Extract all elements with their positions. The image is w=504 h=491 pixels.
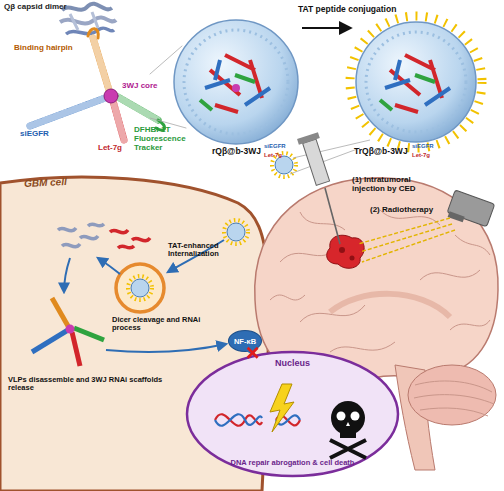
syringe-part bbox=[275, 156, 293, 174]
radiotherapy-source-part-part bbox=[447, 190, 495, 227]
syringe-part-part bbox=[303, 139, 330, 185]
rna-3wj-part bbox=[118, 97, 158, 120]
annotation-label: Let-7g bbox=[264, 152, 304, 159]
tat-vlp-sphere-part bbox=[366, 32, 466, 132]
node-title: Nucleus bbox=[185, 358, 400, 368]
nucleus-ellipse: NucleusDNA repair abrogation & cell deat… bbox=[185, 350, 400, 478]
brain-part bbox=[395, 365, 435, 470]
conjugation-arrow bbox=[302, 27, 350, 29]
syringe-part-part bbox=[297, 132, 320, 145]
vlp-sphere-part bbox=[184, 30, 288, 134]
annotation-label: Let-7g bbox=[412, 152, 452, 159]
nfkb-circle: NF-κB bbox=[228, 330, 262, 352]
radiotherapy-source-part bbox=[358, 218, 455, 262]
annotation-label: DFHBI-1T Fluorescence Tracker bbox=[134, 126, 214, 153]
annotation-label: 3WJ core bbox=[122, 82, 172, 91]
capsid-dimer-part bbox=[62, 4, 112, 10]
capsid-dimer-part bbox=[66, 28, 114, 34]
rna-3wj-part bbox=[93, 38, 109, 90]
tat-vlp-sphere-part bbox=[356, 22, 476, 142]
annotation-label: TAT-enhanced Internalization bbox=[168, 242, 238, 259]
tat-vlp-sphere-part bbox=[380, 75, 435, 110]
radiotherapy-source bbox=[358, 190, 495, 262]
brain-part bbox=[408, 365, 496, 425]
radiotherapy-source-part bbox=[446, 190, 495, 231]
rna-3wj-part bbox=[93, 38, 109, 90]
node-caption: DNA repair abrogation & cell death bbox=[205, 458, 380, 467]
capsid-dimer bbox=[60, 4, 116, 34]
annotation-label: siEGFR bbox=[20, 130, 64, 139]
annotation-label: (1) Intratumoral injection by CED bbox=[352, 176, 432, 194]
annotation-label: VLPs disassemble and 3WJ RNAi scaffolds … bbox=[8, 376, 178, 393]
capsid-dimer-part bbox=[70, 12, 98, 30]
annotation-label: Binding hairpin bbox=[14, 44, 86, 53]
brain-part bbox=[414, 381, 494, 416]
vlp-sphere-part bbox=[200, 75, 255, 110]
node-title: GBM cell bbox=[24, 176, 67, 189]
syringe-part bbox=[290, 140, 370, 174]
tat-vlp-sphere bbox=[350, 16, 482, 148]
annotation-label: siEGFR bbox=[264, 143, 304, 150]
annotation-label: siEGFR bbox=[412, 143, 452, 150]
syringe-part bbox=[297, 132, 333, 186]
rna-3wj-part bbox=[30, 98, 105, 126]
radiotherapy-source-part-part bbox=[448, 211, 465, 222]
rna-3wj-part bbox=[118, 97, 158, 120]
rna-3wj-part bbox=[30, 98, 105, 126]
vlp-sphere-part bbox=[210, 55, 262, 112]
capsid-dimer-part bbox=[60, 17, 116, 23]
annotation-label: Dicer cleavage and RNAi process bbox=[112, 316, 202, 333]
vlp-sphere-part bbox=[232, 84, 240, 92]
rna-3wj-part bbox=[113, 101, 124, 140]
tat-vlp-sphere-part bbox=[390, 55, 442, 112]
syringe-part bbox=[325, 188, 340, 244]
annotation-label: Let-7g bbox=[98, 144, 138, 153]
rna-3wj-part bbox=[88, 29, 98, 38]
annotation-label: rQβ@b-3WJ bbox=[212, 147, 272, 157]
vlp-sphere bbox=[174, 20, 298, 144]
brain-part bbox=[350, 256, 355, 261]
brain-part bbox=[339, 247, 345, 253]
vlp-sphere-part bbox=[174, 20, 298, 144]
annotation-label: TAT peptide conjugation bbox=[298, 5, 458, 15]
vlp-sphere-part bbox=[205, 60, 270, 105]
annotation-label: Qβ capsid dimer bbox=[4, 3, 94, 12]
tat-vlp-sphere-part bbox=[350, 16, 482, 148]
brain-part bbox=[270, 210, 490, 352]
annotation-label: (2) Radiotherapy bbox=[370, 206, 454, 215]
rna-3wj-part bbox=[104, 89, 118, 103]
node-title: NF-κB bbox=[234, 337, 256, 346]
nucleus-membrane bbox=[187, 352, 398, 476]
annotation-label: TrQβ@b-3WJ bbox=[354, 147, 416, 157]
rna-3wj-part bbox=[113, 101, 124, 140]
tat-vlp-sphere-part bbox=[385, 60, 450, 105]
brain-part bbox=[327, 235, 364, 268]
brain-part bbox=[330, 294, 450, 317]
